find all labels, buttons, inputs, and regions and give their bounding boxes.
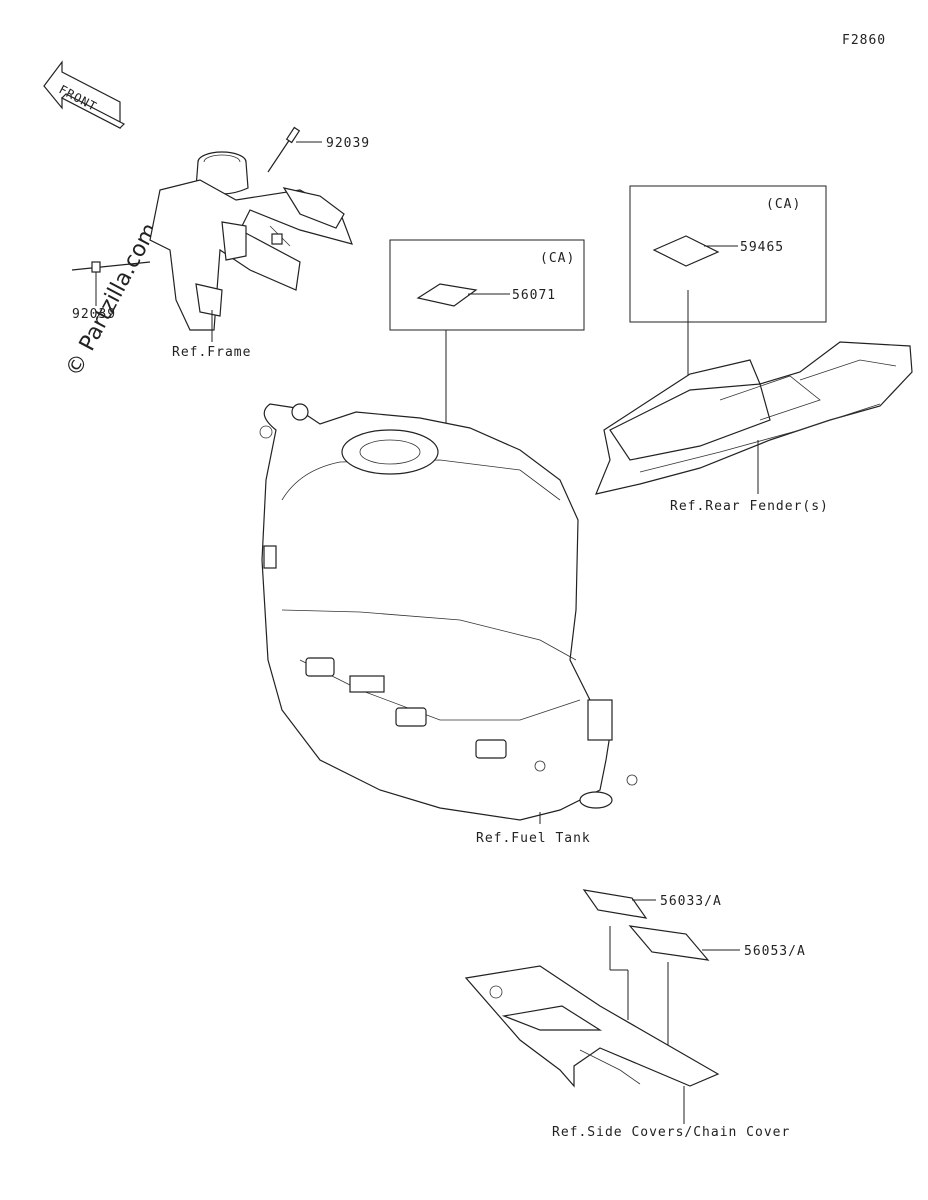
watermark: © Partzilla.com [61,219,163,381]
ca-box-59465 [629,185,827,323]
ca-box-56071 [389,239,585,331]
label-bolt-left: 92039 [72,307,116,322]
label-56033-icon [582,889,648,919]
chain-cover-illustration [464,965,720,1088]
bolt-92039-top-icon [267,126,301,173]
ref-side-covers-label: Ref.Side Covers/Chain Cover [552,1125,790,1140]
rear-fender-illustration [595,341,913,495]
frame-illustration [149,151,353,331]
label-bolt-top: 92039 [326,136,370,151]
label-56071-icon [416,283,478,307]
ref-fuel-tank-label: Ref.Fuel Tank [476,831,591,846]
part-56033: 56033/A [660,894,722,909]
ref-frame-label: Ref.Frame [172,345,251,360]
part-56053: 56053/A [744,944,806,959]
front-arrow-icon: FRONT [43,60,126,129]
ca-label-1: (CA) [540,251,575,266]
label-56053-icon [628,925,710,961]
ref-rear-fender-label: Ref.Rear Fender(s) [670,499,829,514]
label-59465-icon [652,235,720,267]
fuel-tank-illustration [259,403,638,821]
part-56071: 56071 [512,288,556,303]
figure-code: F2860 [842,33,886,48]
part-59465: 59465 [740,240,784,255]
ca-label-2: (CA) [766,197,801,212]
